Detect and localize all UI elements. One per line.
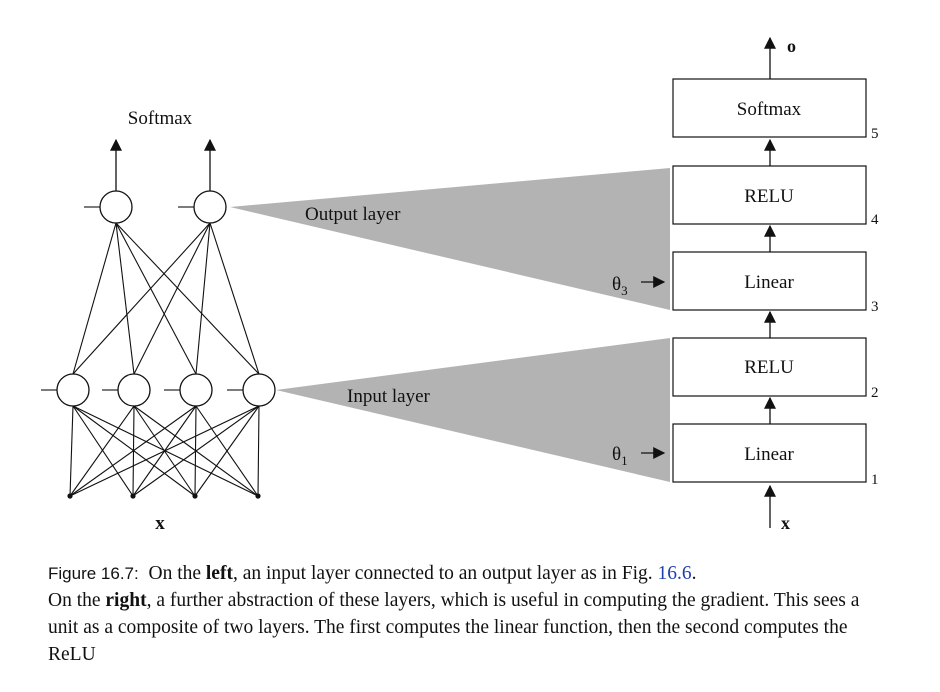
block-label: RELU <box>744 357 794 378</box>
stack-input-label: x <box>781 513 790 533</box>
block-linear-upper: Linear 3 <box>672 251 879 315</box>
network-diagram: Softmax x Output layer Input layer o x S… <box>41 36 879 534</box>
output-unit <box>99 190 133 224</box>
output-o-label: o <box>787 36 796 56</box>
block-label: RELU <box>744 186 794 207</box>
block-linear-lower: Linear 1 <box>672 423 879 488</box>
block-label: Linear <box>744 272 794 293</box>
input-layer-wedge <box>276 338 670 482</box>
block-index: 1 <box>871 472 879 488</box>
block-index: 4 <box>871 212 879 228</box>
bias-stubs <box>41 206 243 391</box>
theta3-label: θ3 <box>612 274 628 298</box>
output-layer-label: Output layer <box>305 204 401 225</box>
input-node <box>67 493 73 499</box>
output-unit <box>193 190 227 224</box>
input-layer-label: Input layer <box>347 386 431 407</box>
output-layer-edges <box>72 222 260 375</box>
figure-reference-link[interactable]: 16.6 <box>657 563 692 584</box>
input-layer-edges <box>69 405 260 497</box>
block-softmax: Softmax 5 <box>672 78 879 142</box>
theta1-label: θ1 <box>612 444 628 468</box>
block-relu-lower: RELU 2 <box>672 337 879 401</box>
input-layer-unit <box>242 373 276 407</box>
input-node <box>192 493 198 499</box>
output-layer-wedge <box>230 168 670 310</box>
emphasis-right: right <box>105 590 147 611</box>
input-layer-unit <box>179 373 213 407</box>
block-relu-upper: RELU 4 <box>672 165 879 228</box>
left-input-label: x <box>155 513 165 534</box>
emphasis-left: left <box>205 563 233 584</box>
input-layer-unit <box>117 373 151 407</box>
block-index: 5 <box>871 126 879 142</box>
input-node <box>255 493 261 499</box>
block-label: Linear <box>744 444 794 465</box>
softmax-top-label: Softmax <box>128 108 193 129</box>
block-index: 2 <box>871 385 879 401</box>
figure-label: Figure 16.7: <box>48 564 139 583</box>
input-layer-unit <box>56 373 90 407</box>
input-node <box>130 493 136 499</box>
figure-caption: Figure 16.7: On the left, an input layer… <box>48 563 860 665</box>
block-index: 3 <box>871 299 879 315</box>
block-label: Softmax <box>737 99 802 120</box>
